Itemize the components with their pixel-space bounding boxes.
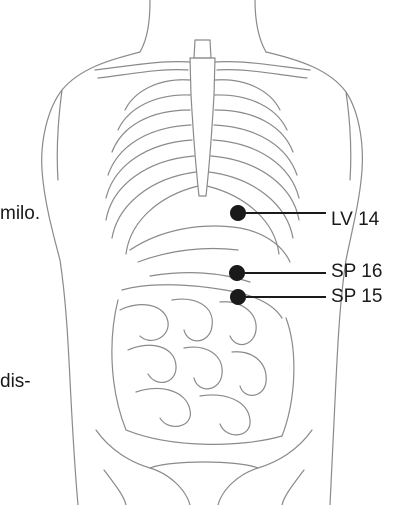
pelvis bbox=[96, 430, 312, 505]
point-sp15-dot bbox=[230, 289, 246, 305]
neck-outline bbox=[140, 0, 150, 52]
label-sp15: SP 15 bbox=[331, 287, 382, 306]
clavicle-left bbox=[95, 62, 190, 70]
label-sp16: SP 16 bbox=[331, 262, 382, 281]
point-lv14-dot bbox=[230, 205, 246, 221]
text-fragment-milo: milo. bbox=[0, 204, 40, 223]
text-fragment-dis: dis- bbox=[0, 372, 31, 391]
label-lv14: LV 14 bbox=[331, 210, 379, 229]
point-sp16-dot bbox=[229, 265, 245, 281]
sternum bbox=[190, 58, 215, 196]
acupoint-markers bbox=[229, 205, 326, 305]
torso-outline bbox=[42, 52, 140, 505]
intestines bbox=[112, 285, 294, 445]
clavicle-right bbox=[215, 62, 310, 70]
